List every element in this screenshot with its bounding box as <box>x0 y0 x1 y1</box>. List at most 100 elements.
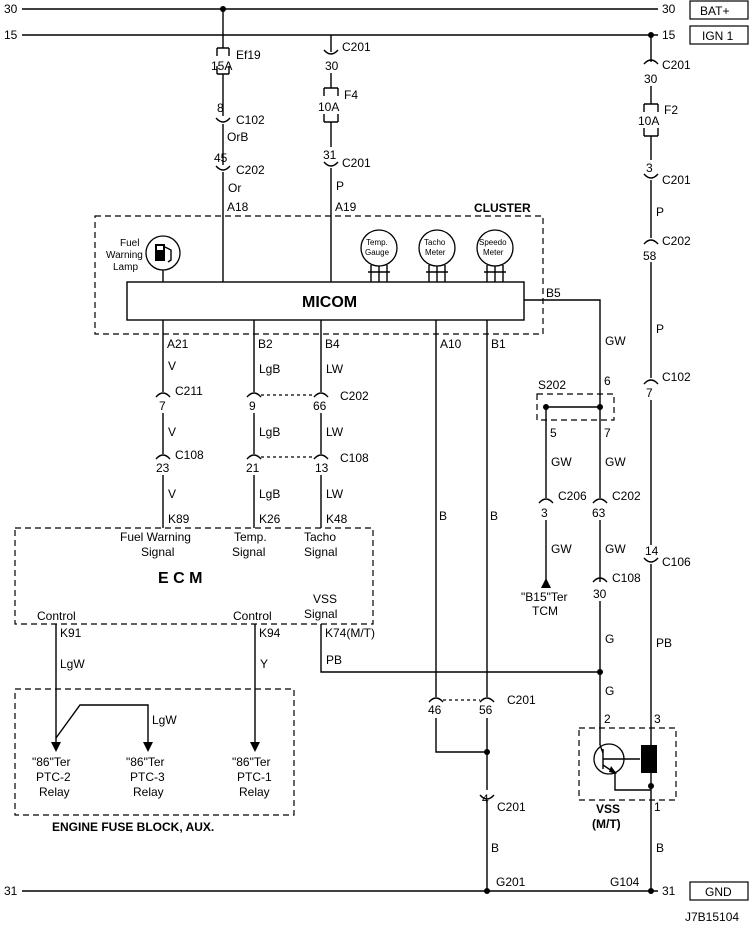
wire-g2: G <box>605 684 614 698</box>
ptc3-label-1: "86"Ter <box>126 755 165 769</box>
f2-name: F2 <box>664 103 678 117</box>
wire-b5: B5 GW 6 S202 5 7 GW GW C206 3 C202 63 GW… <box>521 286 641 745</box>
ef19-rating: 15A <box>211 59 232 73</box>
wire-a10: A10 B 46 <box>428 320 487 753</box>
gnd-rail-right-label: 31 <box>662 884 676 898</box>
ecm-fuel-signal-2: Signal <box>141 545 174 559</box>
pin-a19: A19 <box>335 200 357 214</box>
gnd-label: GND <box>705 885 732 899</box>
pin-k94: K94 <box>259 626 281 640</box>
vss-pin2: 2 <box>604 712 611 726</box>
temp-gauge-label-2: Gauge <box>365 248 390 257</box>
s202-label: S202 <box>538 378 566 392</box>
wire-pb1: PB <box>326 653 342 667</box>
g104-label: G104 <box>610 875 640 889</box>
c106-pin: 14 <box>645 544 659 558</box>
ecm-temp-signal-1: Temp. <box>234 530 267 544</box>
c108-r-pin: 30 <box>593 587 607 601</box>
c108-r-label: C108 <box>612 571 641 585</box>
ptc3-label-3: Relay <box>133 785 164 799</box>
c202-mid-pin2: 66 <box>313 399 327 413</box>
ecm-fuel-signal-1: Fuel Warning <box>120 530 191 544</box>
ign1-label: IGN 1 <box>702 29 734 43</box>
bat-plus-label: BAT+ <box>700 4 729 18</box>
wire-lgb3: LgB <box>259 487 280 501</box>
speedo-meter-label-1: Speedo <box>479 238 507 247</box>
c202-mid-label: C202 <box>340 389 369 403</box>
f4-name: F4 <box>344 88 358 102</box>
ecm-control-2: Control <box>233 609 272 623</box>
temp-gauge-label-1: Temp. <box>366 238 388 247</box>
c206-label: C206 <box>558 489 587 503</box>
wire-p-r1: P <box>656 205 664 219</box>
cluster-title: CLUSTER <box>474 201 531 215</box>
micom-label: MICOM <box>302 294 357 311</box>
c201-low-label: C201 <box>507 693 536 707</box>
c201-bot-pin: 4 <box>482 792 489 806</box>
c202-r3-pin: 63 <box>592 506 606 520</box>
c201-r2-label: C201 <box>662 173 691 187</box>
c201-r2-pin: 3 <box>646 161 653 175</box>
c108-mid-pin1: 21 <box>246 461 260 475</box>
wire-v2: V <box>168 425 176 439</box>
ecm-title: E C M <box>158 570 202 587</box>
wire-gw3: GW <box>605 455 626 469</box>
c202-pin: 45 <box>214 151 228 165</box>
ecm: Fuel Warning Signal Temp. Signal Tacho S… <box>14 527 374 625</box>
ecm-tacho-signal-2: Signal <box>304 545 337 559</box>
wire-gw2: GW <box>551 455 572 469</box>
fuel-lamp-label-2: Warning <box>106 250 143 261</box>
wire-gw4: GW <box>551 542 572 556</box>
tacho-meter-label-2: Meter <box>425 248 446 257</box>
wire-orb: OrB <box>227 130 248 144</box>
pin-k74: K74(M/T) <box>325 626 375 640</box>
wire-k91: K91 LgW LgW <box>51 624 177 752</box>
tcm-terminal-label: "B15"Ter <box>521 590 568 604</box>
f2-branch: C201 30 10A F2 3 C201 P C202 58 P C102 7… <box>638 35 691 745</box>
c201-r-label: C201 <box>662 58 691 72</box>
ptc2-arrow-icon <box>51 742 61 752</box>
speedo-meter-label-2: Meter <box>483 248 504 257</box>
ecm-tacho-signal-1: Tacho <box>304 530 336 544</box>
ecm-vss-signal-2: Signal <box>304 607 337 621</box>
wire-b-r: B <box>656 841 664 855</box>
pin-a18: A18 <box>227 200 249 214</box>
c202-r-label: C202 <box>662 234 691 248</box>
c206-pin: 3 <box>541 506 548 520</box>
wire-b-low: B <box>491 841 499 855</box>
f4-branch: C201 30 10A F4 31 C201 P A19 <box>318 35 371 282</box>
vss-sensor: 1 B VSS (M/T) <box>578 727 677 891</box>
c102-r-pin: 7 <box>646 386 653 400</box>
c201-bot-label: C201 <box>497 800 526 814</box>
cluster: CLUSTER MICOM Fuel Warning Lamp Temp. Ga… <box>94 201 544 335</box>
wire-b4: B4 LW C202 66 LW C108 13 LW K48 <box>313 320 369 528</box>
fuel-pump-icon <box>155 244 165 261</box>
ptc3-arrow-icon <box>143 742 153 752</box>
c201-top-pin: 30 <box>325 59 339 73</box>
wire-b2: B2 LgB 9 LgB 21 LgB K26 <box>246 320 281 528</box>
c211-label: C211 <box>175 384 203 398</box>
pin-k26: K26 <box>259 512 281 526</box>
vss-pin3: 3 <box>654 712 661 726</box>
wire-lgw1: LgW <box>60 657 85 671</box>
ptc3-label-2: PTC-3 <box>130 770 165 784</box>
micom-block <box>126 281 525 321</box>
gnd-rail: 31 31 GND G201 G104 <box>4 875 749 901</box>
wire-b-a10: B <box>439 509 447 523</box>
wire-lw3: LW <box>326 487 344 501</box>
vss-pin1: 1 <box>654 800 661 814</box>
ign-rail-left-label: 15 <box>4 28 18 42</box>
c108-label: C108 <box>175 448 204 462</box>
c108-mid-pin2: 13 <box>315 461 329 475</box>
wire-lgw2: LgW <box>152 713 177 727</box>
pin-k91: K91 <box>60 626 82 640</box>
f2-rating: 10A <box>638 114 659 128</box>
pin-b2: B2 <box>258 337 273 351</box>
wire-b-b1: B <box>490 509 498 523</box>
pin-a10: A10 <box>440 337 462 351</box>
c201-low-pin1: 46 <box>428 703 442 717</box>
wire-pb-r: PB <box>656 636 672 650</box>
tcm-arrow-icon <box>541 578 551 588</box>
c202-mid-pin1: 9 <box>249 399 256 413</box>
wire-k94: K94 Y <box>250 624 281 752</box>
